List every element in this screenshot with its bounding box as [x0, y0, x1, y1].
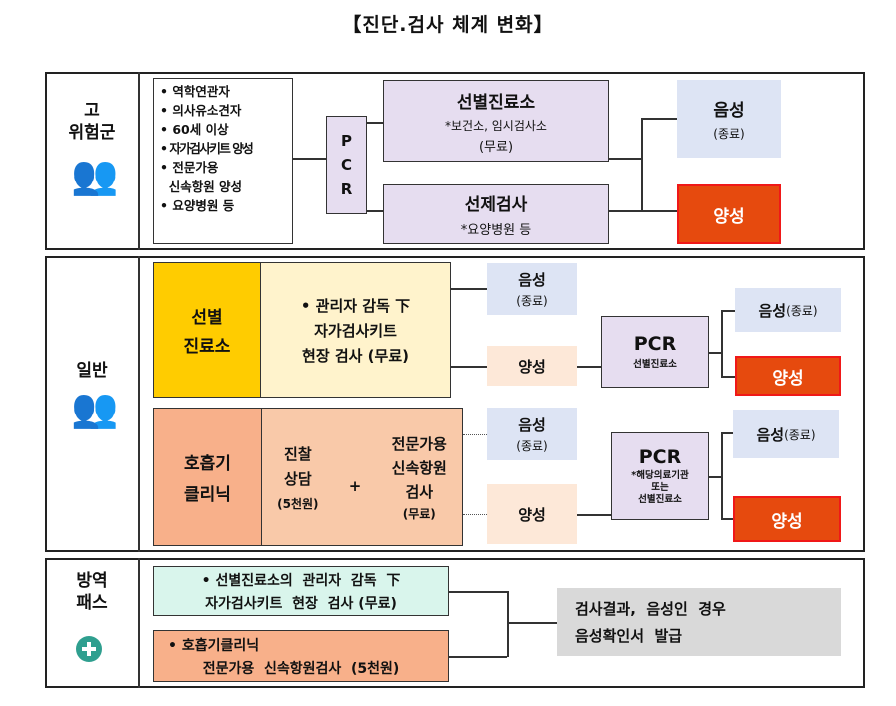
pcr-confirm-box: PCR *해당의료기관 또는 선별진료소	[611, 432, 709, 520]
connector	[709, 352, 721, 354]
people-group-icon: 👥	[71, 386, 118, 430]
connector	[449, 591, 507, 593]
target-item: • 요양병원 등	[160, 198, 235, 213]
high-risk-label: 고 위험군	[68, 101, 116, 143]
dotted-connector	[463, 514, 487, 515]
section-divider	[138, 256, 140, 552]
clinic-test-box: 진찰 상담 (5천원) + 전문가용 신속항원 검사 (무료)	[261, 408, 463, 546]
connector	[293, 158, 326, 160]
negative-result: 음성 (종료)	[733, 410, 839, 458]
connector	[367, 210, 383, 212]
pass-option-clinic: • 호흡기클리닉 전문가용 신속항원검사 (5천원)	[153, 630, 449, 682]
screening-center-label: 선별 진료소	[153, 262, 261, 398]
target-item: 신속항원 양성	[160, 179, 243, 194]
connector	[609, 210, 641, 212]
connector	[507, 622, 557, 624]
connector	[721, 432, 723, 518]
section-divider	[138, 558, 140, 688]
positive-result: 양성	[487, 346, 577, 386]
negative-result: 음성 (종료)	[487, 408, 577, 460]
connector	[641, 118, 677, 120]
pass-option-screening: • 선별진료소의 관리자 감독 下 자가검사키트 현장 검사 (무료)	[153, 566, 449, 616]
connector	[367, 122, 383, 124]
high-risk-target-list: • 역학연관자 • 의사유소견자 • 60세 이상 • 자가검사키트 양성 • …	[153, 78, 293, 244]
pass-label: 방역 패스	[76, 571, 108, 613]
connector	[721, 376, 735, 378]
target-item: • 역학연관자	[160, 84, 230, 99]
connector	[451, 366, 487, 368]
negative-result: 음성 (종료)	[735, 288, 841, 332]
preemptive-test-box: 선제검사 *요양병원 등	[383, 184, 609, 244]
connector	[449, 656, 507, 658]
diagram-title: 【진단.검사 체계 변화】	[342, 14, 554, 36]
pcr-box: P C R	[326, 116, 367, 214]
connector	[507, 591, 509, 657]
target-item: • 전문가용	[160, 160, 219, 175]
general-label: 일반	[76, 361, 108, 381]
plus-sign: +	[348, 477, 362, 495]
connector	[709, 476, 721, 478]
positive-result: 양성	[487, 484, 577, 544]
people-group-icon: 👥	[71, 153, 118, 197]
positive-result: 양성	[677, 184, 781, 244]
screening-center-box: 선별진료소 *보건소, 임시검사소 (무료)	[383, 80, 609, 162]
respiratory-clinic-label: 호흡기 클리닉	[153, 408, 261, 546]
target-item: • 자가검사키트 양성	[160, 141, 254, 156]
connector	[609, 158, 641, 160]
connector	[577, 366, 601, 368]
connector	[451, 288, 487, 290]
connector	[641, 210, 677, 212]
connector	[721, 310, 735, 312]
pass-logo-icon	[76, 636, 102, 662]
connector	[577, 514, 611, 516]
positive-result: 양성	[735, 356, 841, 396]
connector	[721, 310, 723, 376]
dotted-connector	[463, 434, 487, 435]
pass-result-box: 검사결과, 음성인 경우 음성확인서 발급	[557, 588, 841, 656]
connector	[721, 432, 733, 434]
positive-result: 양성	[733, 496, 841, 542]
negative-result: 음성 (종료)	[677, 80, 781, 158]
supervised-self-test-box: • 관리자 감독 下 자가검사키트 현장 검사 (무료)	[261, 262, 451, 398]
target-item: • 의사유소견자	[160, 103, 242, 118]
negative-result: 음성 (종료)	[487, 263, 577, 315]
pcr-confirm-box: PCR 선별진료소	[601, 316, 709, 388]
connector	[721, 518, 733, 520]
section-divider	[138, 72, 140, 250]
connector	[641, 118, 643, 210]
target-item: • 60세 이상	[160, 122, 229, 137]
